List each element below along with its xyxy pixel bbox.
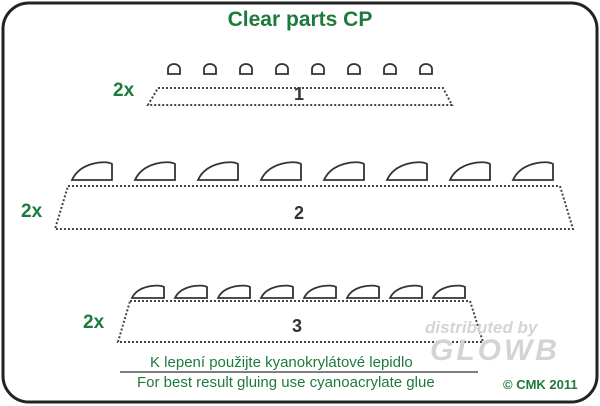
page-title: Clear parts CP — [227, 8, 373, 31]
clear-part-1 — [203, 63, 217, 75]
clear-part-2 — [259, 161, 302, 181]
note-english: For best result gluing use cyanoacrylate… — [137, 374, 435, 391]
clear-part-2 — [385, 161, 428, 181]
clear-part-1 — [347, 63, 361, 75]
clear-part-2 — [511, 161, 554, 181]
clear-part-3 — [216, 284, 251, 299]
sprue-outline-1 — [146, 87, 454, 106]
part-number-3: 3 — [292, 316, 303, 336]
copyright: © CMK 2011 — [503, 377, 578, 392]
clear-part-3 — [130, 284, 165, 299]
sprue-outline-2 — [53, 185, 575, 230]
watermark-line2: GLOWB — [430, 334, 560, 367]
clear-part-2 — [133, 161, 176, 181]
clear-part-1 — [419, 63, 433, 75]
note-czech: K lepení použijte kyanokrylátové lepidlo — [150, 354, 413, 371]
quantity-label-2: 2x — [21, 201, 43, 222]
clear-part-1 — [311, 63, 325, 75]
clear-part-3 — [173, 284, 208, 299]
clear-part-1 — [275, 63, 289, 75]
clear-part-3 — [302, 284, 337, 299]
quantity-label-1: 2x — [113, 80, 135, 101]
part-number-1: 1 — [294, 84, 305, 104]
quantity-label-3: 2x — [83, 312, 105, 333]
part-number-2: 2 — [294, 203, 305, 223]
clear-part-1 — [383, 63, 397, 75]
clear-part-2 — [448, 161, 491, 181]
clear-part-3 — [431, 284, 466, 299]
clear-part-2 — [196, 161, 239, 181]
clear-part-2 — [322, 161, 365, 181]
watermark-line1: distributed by — [425, 318, 538, 337]
clear-part-1 — [167, 63, 181, 75]
clear-part-3 — [259, 284, 294, 299]
clear-part-3 — [345, 284, 380, 299]
clear-part-3 — [388, 284, 423, 299]
clear-part-1 — [239, 63, 253, 75]
clear-part-2 — [70, 161, 113, 181]
